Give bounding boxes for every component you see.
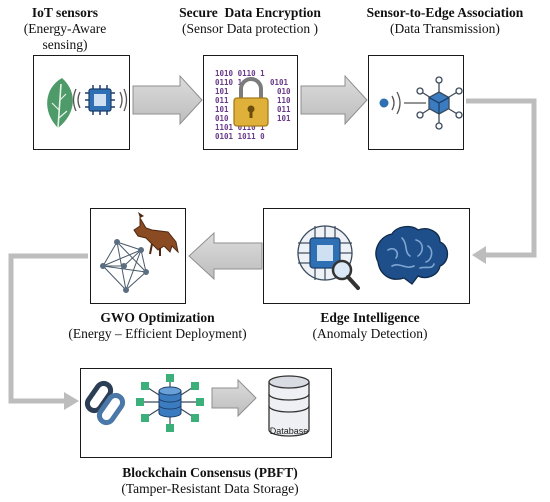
database-hub-icon <box>136 374 204 432</box>
edge-intelligence-box <box>263 208 470 304</box>
arrow-iot-to-encryption <box>132 74 203 126</box>
iot-subtitle-1: (Energy-Aware <box>23 21 107 36</box>
edge-subtitle: (Anomaly Detection) <box>312 326 428 341</box>
svg-text:011: 011 <box>215 96 229 105</box>
blockchain-subtitle: (Tamper-Resistant Data Storage) <box>121 481 299 496</box>
svg-text:0101 1011 0: 0101 1011 0 <box>215 132 265 141</box>
caption-edge-intelligence: Edge Intelligence (Anomaly Detection) <box>285 310 455 342</box>
leaf-icon <box>47 78 73 129</box>
caption-blockchain: Blockchain Consensus (PBFT) (Tamper-Resi… <box>80 465 340 497</box>
database-label: Database <box>270 426 309 436</box>
brain-icon <box>375 225 449 285</box>
database-icon: Database <box>268 375 310 437</box>
network-mesh-icon <box>100 239 149 293</box>
svg-text:101: 101 <box>277 114 291 123</box>
magnifier-icon <box>331 259 360 290</box>
connector-arrowhead-edge <box>472 246 486 264</box>
caption-iot-sensors: IoT sensors (Energy-Aware sensing) <box>10 5 120 53</box>
svg-text:0110 1: 0110 1 <box>215 78 243 87</box>
connector-association-to-edge <box>466 98 537 258</box>
encryption-title: Secure Data Encryption <box>179 5 321 20</box>
edge-title: Edge Intelligence <box>320 310 420 325</box>
svg-text:101: 101 <box>215 87 229 96</box>
transmitter-icon <box>379 91 426 115</box>
association-subtitle: (Data Transmission) <box>390 21 500 36</box>
svg-text:011: 011 <box>277 105 291 114</box>
gwo-subtitle: (Energy – Efficient Deployment) <box>68 326 247 341</box>
caption-encryption: Secure Data Encryption (Sensor Data prot… <box>160 5 340 37</box>
svg-text:1101 0110 1: 1101 0110 1 <box>215 123 265 132</box>
svg-text:010: 010 <box>215 114 229 123</box>
caption-association: Sensor-to-Edge Association (Data Transmi… <box>345 5 545 37</box>
padlock-icon <box>233 77 269 127</box>
association-title: Sensor-to-Edge Association <box>366 5 524 20</box>
svg-text:110: 110 <box>277 96 291 105</box>
connector-gwo-to-blockchain <box>8 253 88 404</box>
svg-text:010: 010 <box>277 87 291 96</box>
iot-title: IoT sensors <box>31 5 99 20</box>
gwo-title: GWO Optimization <box>100 310 215 325</box>
svg-text:101: 101 <box>215 105 229 114</box>
svg-text:0101: 0101 <box>270 78 289 87</box>
arrow-encryption-to-association <box>300 74 368 126</box>
arrow-hub-to-database <box>211 378 257 418</box>
iot-subtitle-2: sensing) <box>42 37 88 52</box>
encryption-subtitle: (Sensor Data protection ) <box>181 21 319 36</box>
arrow-edge-to-gwo <box>188 231 263 281</box>
blockchain-title: Blockchain Consensus (PBFT) <box>122 465 298 480</box>
wolf-icon <box>133 212 179 256</box>
connector-arrowhead-blockchain <box>64 392 79 410</box>
edge-node-icon <box>416 76 463 130</box>
chain-link-icon <box>84 380 126 426</box>
chip-icon <box>72 85 128 115</box>
gwo-box <box>90 208 186 304</box>
caption-gwo: GWO Optimization (Energy – Efficient Dep… <box>45 310 270 342</box>
svg-text:1010 0110 1: 1010 0110 1 <box>215 69 265 78</box>
